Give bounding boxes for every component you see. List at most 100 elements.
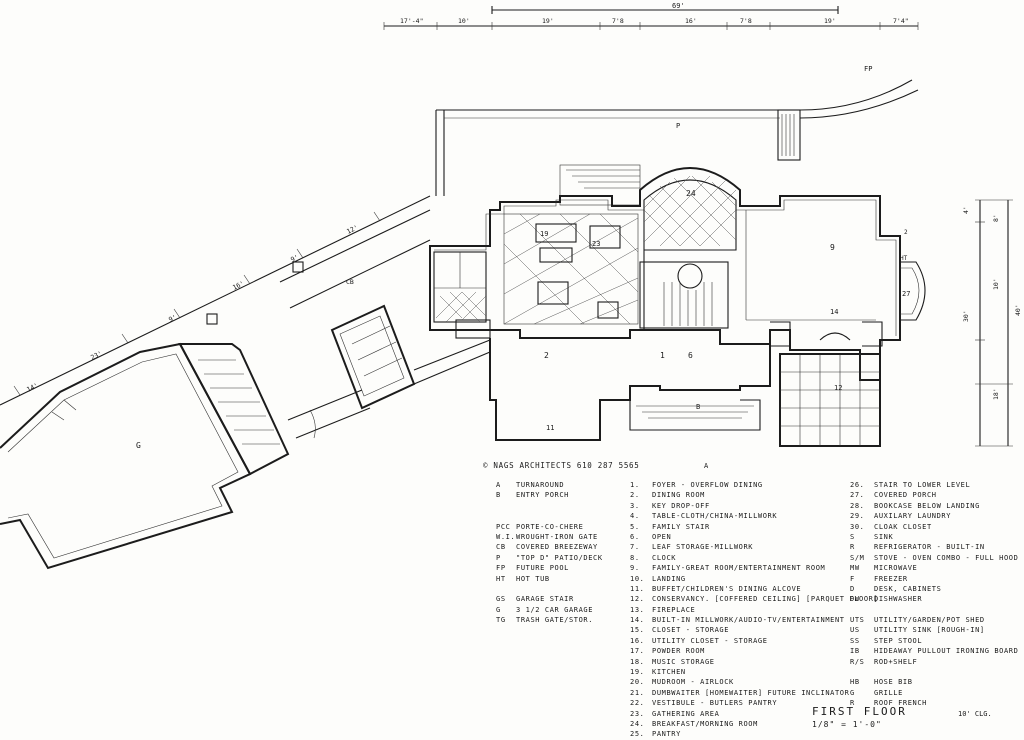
legend-value: REFRIGERATOR - BUILT-IN: [874, 543, 985, 552]
dim-diag-5: 14': [25, 381, 39, 393]
legend-key: 7.: [630, 543, 640, 552]
dim-right-0: 4': [962, 206, 970, 214]
legend-key: 17.: [630, 647, 645, 656]
credit-text: © NAGS ARCHITECTS 610 287 5565: [483, 461, 640, 470]
legend-key: 5.: [630, 522, 640, 531]
legend-value: BUILT-IN MILLWORK/AUDIO-TV/ENTERTAINMENT: [652, 616, 845, 625]
legend-value: OPEN: [652, 532, 672, 541]
dim-diag-4: 23': [89, 349, 103, 361]
legend-value: KITCHEN: [652, 668, 686, 677]
legend-value: GATHERING AREA: [652, 709, 720, 718]
dim-right-4: 40': [1014, 304, 1022, 316]
label-breakfast: 24: [686, 189, 696, 198]
diagonal-dimension-string: 12' 9' 16' 9' 23' 14': [0, 195, 431, 406]
legend-row: R REFRIGERATOR - BUILT-IN: [850, 542, 1018, 552]
legend-row: [496, 511, 603, 521]
legend-key: MW: [850, 564, 860, 573]
legend-row: 12.CONSERVANCY. [COFFERED CEILING] [PARQ…: [630, 594, 878, 604]
legend-value: CLOAK CLOSET: [874, 522, 932, 531]
legend-key: B: [496, 491, 501, 500]
legend-value: DUMBWAITER [HOMEWAITER] FUTURE INCLINATO…: [652, 688, 850, 697]
legend-value: POWDER ROOM: [652, 647, 705, 656]
label-covered-porch: 27: [902, 290, 910, 298]
legend-value: GRILLE: [874, 688, 903, 697]
label-gathering: 23: [592, 240, 600, 248]
legend-key: 4.: [630, 512, 640, 521]
legend-value: FAMILY STAIR: [652, 522, 710, 531]
legend-value: MICROWAVE: [874, 564, 918, 573]
legend-key: P: [496, 553, 501, 562]
legend-value: GARAGE STAIR: [516, 595, 574, 604]
legend-value: STOVE - OVEN COMBO - FULL HOOD: [874, 553, 1019, 562]
legend-key: 20.: [630, 678, 645, 687]
legend-row: [850, 667, 1018, 677]
legend-key: G: [850, 688, 855, 697]
label-fireplace: 14: [830, 308, 838, 316]
legend-key: D: [850, 584, 855, 593]
legend-value: FOYER - OVERFLOW DINING: [652, 481, 763, 489]
legend-value: WROUGHT-IRON GATE: [516, 532, 598, 541]
legend-row: 14.BUILT-IN MILLWORK/AUDIO-TV/ENTERTAINM…: [630, 615, 878, 625]
legend-row: 2. DINING ROOM: [630, 490, 878, 500]
legend-key: DW: [850, 595, 860, 604]
legend-value: FUTURE POOL: [516, 564, 569, 573]
legend-key: UTS: [850, 616, 865, 625]
legend-key: G: [496, 605, 501, 614]
label-family-stair: 6: [688, 351, 693, 360]
dim-seg-6: 19': [824, 17, 836, 25]
legend-row: 15.CLOSET - STORAGE: [630, 625, 878, 635]
label-family-room: 9: [830, 243, 835, 252]
legend-key: 21.: [630, 688, 645, 697]
legend-value: UTILITY/GARDEN/POT SHED: [874, 616, 985, 625]
label-breezeway: CB: [346, 278, 354, 286]
legend-row: 3.KEY DROP-OFF: [630, 501, 878, 511]
dim-right-3: 10': [992, 278, 1000, 290]
main-house: 24 19 23: [429, 167, 926, 470]
label-future-pool: FP: [864, 65, 872, 73]
legend-value: CONSERVANCY. [COFFERED CEILING] [PARQUET…: [652, 595, 879, 604]
legend-row: [496, 584, 603, 594]
legend-value: UTILITY SINK [ROUGH-IN]: [874, 626, 985, 635]
legend-key: 2.: [630, 491, 640, 500]
legend-value: KEY DROP-OFF: [652, 501, 710, 510]
legend-row: 22.VESTIBULE - BUTLERS PANTRY: [630, 698, 878, 708]
legend-key: CB: [496, 543, 506, 552]
legend-row: 5. FAMILY STAIR: [630, 522, 878, 532]
dim-seg-7: 7'4": [893, 17, 909, 25]
legend-value: CLOSET - STORAGE: [652, 626, 730, 635]
legend-value: ENTRY PORCH: [516, 491, 569, 500]
legend-key: US: [850, 626, 860, 635]
legend-value: FAMILY-GREAT ROOM/ENTERTAINMENT ROOM: [652, 564, 826, 573]
dim-seg-5: 7'8: [740, 17, 752, 25]
legend-value: TRASH GATE/STOR.: [516, 616, 594, 625]
dim-seg-4: 16': [685, 17, 697, 25]
legend-value: DINING ROOM: [652, 491, 705, 500]
label-dining: 2: [544, 351, 549, 360]
legend-value: DESK, CABINETS: [874, 584, 942, 593]
legend-key: GS: [496, 595, 506, 604]
legend-row: 7.LEAF STORAGE-MILLWORK: [630, 542, 878, 552]
label-turnaround: A: [704, 462, 709, 470]
legend-key: 22.: [630, 699, 645, 708]
legend-key: R: [850, 699, 855, 708]
legend-key: 10.: [630, 574, 645, 583]
legend-row: 28.BOOKCASE BELOW LANDING: [850, 501, 1018, 511]
legend-key: R: [850, 543, 855, 552]
dim-seg-3: 7'8: [612, 17, 624, 25]
label-garage: G: [136, 441, 141, 450]
legend-key: HB: [850, 678, 860, 687]
legend-key: 27.: [850, 491, 865, 500]
legend-key: S: [850, 532, 855, 541]
legend-row: GS GARAGE STAIR: [496, 594, 603, 604]
legend-row: 6.OPEN: [630, 532, 878, 542]
legend-key: 13.: [630, 605, 645, 614]
legend-key: 28.: [850, 501, 865, 510]
legend-row: UTS UTILITY/GARDEN/POT SHED: [850, 615, 1018, 625]
